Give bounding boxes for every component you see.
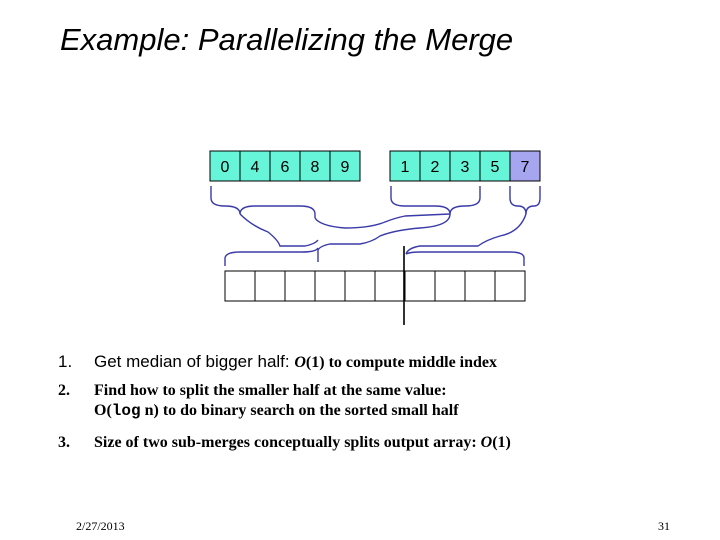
big-o-symbol: O <box>480 434 493 451</box>
step-text: Get median of bigger half: <box>94 352 295 371</box>
step-text: Find how to split the smaller half at th… <box>94 382 447 399</box>
log-symbol: log <box>111 402 141 420</box>
step-number: 3. <box>58 434 70 451</box>
left-array-cell-0 <box>209 150 241 182</box>
output-cell-9 <box>494 270 526 302</box>
left-array-cell-value-1: 4 <box>251 159 260 176</box>
output-cell-3 <box>314 270 346 302</box>
right-array-cell-value-0: 1 <box>401 159 410 176</box>
left-array-cell-value-2: 6 <box>281 159 290 176</box>
step-formula-rest: n) to do binary search on the sorted sma… <box>140 402 459 419</box>
output-cell-4 <box>344 270 376 302</box>
step-item-1: 1. Get median of bigger half: O(1) to co… <box>58 352 698 382</box>
step-formula: (1) <box>492 434 511 451</box>
output-bracket-right <box>405 251 525 266</box>
left-array-cell-4 <box>329 150 361 182</box>
output-cell-1 <box>254 270 286 302</box>
left-array-cell-value-4: 9 <box>341 159 350 176</box>
step-formula-start: O( <box>94 402 112 419</box>
output-array <box>224 270 526 302</box>
left-array-cell-value-3: 8 <box>311 159 320 176</box>
bracket-right-high <box>509 186 527 215</box>
step-number: 1. <box>58 352 73 371</box>
left-array-cell-value-0: 0 <box>221 159 230 176</box>
bracket-right-tick-a <box>449 186 481 215</box>
slide-title: Example: Parallelizing the Merge <box>60 22 514 57</box>
merge-curve-right-outer <box>405 213 527 255</box>
bracket-left-high <box>239 205 316 218</box>
bracket-right-end <box>525 186 541 215</box>
step-item-2: 2. Find how to split the smaller half at… <box>58 382 698 434</box>
left-array-cell-2 <box>269 150 301 182</box>
right-array-cell-2 <box>449 150 481 182</box>
slide-number: 31 <box>658 519 670 533</box>
step-list: 1. Get median of bigger half: O(1) to co… <box>58 352 698 451</box>
slide-date: 2/27/2013 <box>76 519 125 533</box>
right-array-cell-4 <box>509 150 541 182</box>
output-cell-0 <box>224 270 256 302</box>
merge-diagram: 0 4 6 8 9 1 2 3 5 7 <box>209 150 541 325</box>
left-sorted-array: 0 4 6 8 9 <box>209 150 361 182</box>
output-bracket-left <box>224 247 319 266</box>
output-cell-5 <box>374 270 406 302</box>
right-array-cell-value-3: 5 <box>491 159 500 176</box>
big-o-symbol: O <box>294 354 306 371</box>
right-array-cell-value-2: 3 <box>461 159 470 176</box>
split-brackets <box>210 186 541 266</box>
output-cell-6 <box>404 270 436 302</box>
right-array-cell-0 <box>389 150 421 182</box>
bracket-right-low <box>390 186 451 215</box>
merge-curve-left-inner <box>314 213 451 229</box>
output-cell-8 <box>464 270 496 302</box>
right-array-cell-value-4: 7 <box>521 159 530 176</box>
right-array-cell-value-1: 2 <box>431 159 440 176</box>
right-array-cell-3 <box>479 150 511 182</box>
step-text: Size of two sub-merges conceptually spli… <box>94 434 481 451</box>
step-formula: (1) to compute middle index <box>305 354 498 371</box>
output-cell-2 <box>284 270 316 302</box>
right-sorted-array: 1 2 3 5 7 <box>389 150 541 182</box>
left-array-cell-3 <box>299 150 331 182</box>
merge-curve-right-inner <box>317 213 451 262</box>
output-cell-7 <box>434 270 466 302</box>
step-number: 2. <box>58 382 70 399</box>
bracket-left-low <box>210 186 241 215</box>
merge-curve-left-outer <box>239 213 319 247</box>
left-array-cell-1 <box>239 150 271 182</box>
